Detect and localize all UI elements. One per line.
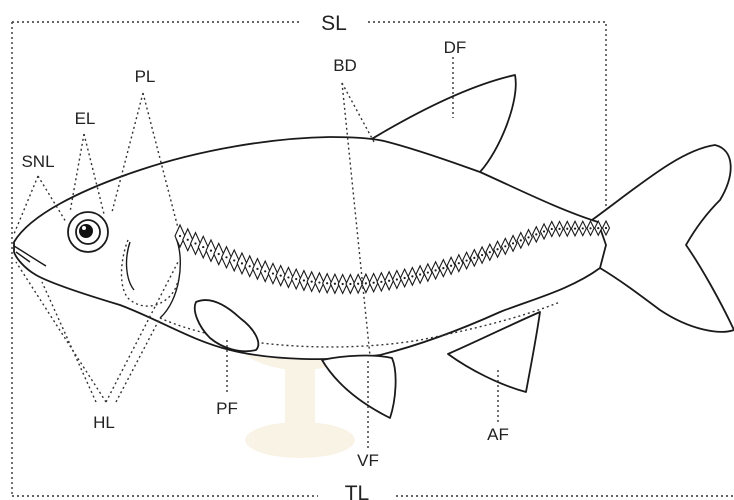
scale-pore (442, 267, 444, 269)
label-sl: SL (321, 12, 347, 35)
scale-pore (419, 273, 421, 275)
scale-pore (349, 283, 351, 285)
scale-pore (458, 262, 460, 264)
scale-pore (218, 253, 220, 255)
fish-body (14, 75, 734, 418)
scale-pore (527, 236, 529, 238)
scale-pore (342, 283, 344, 285)
scale-pore (249, 265, 251, 267)
scale-pore (187, 239, 189, 241)
scale-pore (396, 278, 398, 280)
scale-pore (233, 259, 235, 261)
scale-pore (202, 246, 204, 248)
scale-pore (435, 269, 437, 271)
scale-pore (566, 228, 568, 230)
scale-pore (543, 230, 545, 232)
ventral-fin (322, 356, 396, 418)
scale-pore (465, 259, 467, 261)
label-tl: TL (345, 482, 370, 500)
scale-pore (388, 280, 390, 282)
scale-pore (334, 283, 336, 285)
scale-pore (256, 268, 258, 270)
scale-pore (303, 279, 305, 281)
scale-pore (551, 228, 553, 230)
scale-pore (365, 282, 367, 284)
label-df: DF (444, 38, 467, 57)
scale-pore (241, 262, 243, 264)
scale-pore (311, 281, 313, 283)
scale-pore (535, 233, 537, 235)
scale-pore (326, 282, 328, 284)
scale-pore (357, 283, 359, 285)
scale-pore (380, 281, 382, 283)
caudal-fin (592, 145, 734, 332)
scale-pore (287, 276, 289, 278)
scale-pore (210, 250, 212, 252)
label-el: EL (75, 109, 96, 128)
scale-pore (512, 242, 514, 244)
scale-pore (582, 227, 584, 229)
label-af: AF (487, 425, 509, 444)
label-snl: SNL (21, 152, 54, 171)
label-bd: BD (333, 56, 357, 75)
scale-pore (318, 281, 320, 283)
scale-pore (496, 248, 498, 250)
scale-pore (597, 227, 599, 229)
scale-pore (504, 245, 506, 247)
scale-pore (427, 271, 429, 273)
label-vf: VF (357, 451, 379, 470)
scale-pore (520, 239, 522, 241)
scale-pore (574, 227, 576, 229)
scale-pore (589, 227, 591, 229)
scale-pore (404, 277, 406, 279)
scale-pore (450, 265, 452, 267)
scale-pore (481, 254, 483, 256)
scale-pore (373, 282, 375, 284)
scale-pore (605, 227, 607, 229)
scale-pore (194, 242, 196, 244)
scale-pore (473, 257, 475, 259)
eye-pupil (79, 224, 93, 238)
scale-pore (264, 270, 266, 272)
scale-pore (489, 251, 491, 253)
label-hl: HL (93, 413, 115, 432)
scale-pore (295, 278, 297, 280)
scale-pore (225, 256, 227, 258)
label-pl: PL (135, 67, 156, 86)
scale-pore (558, 228, 560, 230)
scale-pore (411, 275, 413, 277)
scale-pore (179, 235, 181, 237)
scale-pore (272, 272, 274, 274)
label-pf: PF (216, 399, 238, 418)
scale-pore (280, 274, 282, 276)
